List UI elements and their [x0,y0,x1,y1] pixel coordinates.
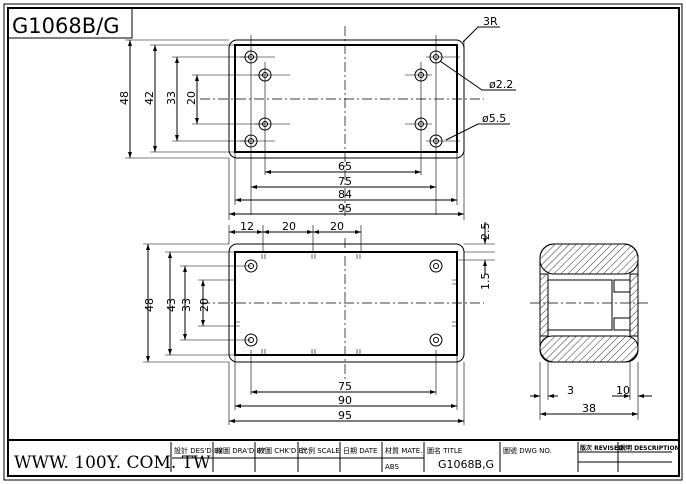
dim-48: 48 [118,91,131,105]
dim-42: 42 [143,91,156,105]
sheet-border [3,3,683,481]
dim-20a: 20 [282,220,296,233]
material-value: ABS [385,463,399,471]
dim-75: 75 [338,175,352,188]
title-label: 圖名 TITLE [427,446,462,455]
checked-by-label: 校圖 CHK'D BY [258,446,308,455]
dim-75-b: 75 [338,380,352,393]
side-view: 3 10 38 [530,243,652,420]
dim-33: 33 [165,91,178,105]
dim-95: 95 [338,202,352,215]
dim-1-5: 1.5 [479,273,492,291]
dim-2-5: 2.5 [479,223,492,241]
dim-84: 84 [338,188,352,201]
dim-20: 20 [185,91,198,105]
date-label: 日期 DATE [343,447,377,455]
website: WWW. 100Y. COM. TW [14,453,211,473]
corner-radius-label: 3R [483,15,498,28]
dim-20-b: 20 [198,298,211,312]
title-box [7,7,133,39]
dim-10: 10 [616,384,630,397]
dim-43: 43 [165,298,178,312]
hole-large-label: ø5.5 [482,112,506,125]
dim-33-b: 33 [180,298,193,312]
dwg-no-label: 圖號 DWG NO. [503,446,552,455]
dim-95-b: 95 [338,409,352,422]
bottom-view: 12 20 20 48 43 33 20 75 90 95 2.5 1.5 [143,220,495,425]
material-label: 材質 MATE. [385,446,422,455]
dim-20b: 20 [330,220,344,233]
drawing-title: G1068B/G [12,14,119,38]
dim-3: 3 [567,384,574,397]
dim-38: 38 [582,402,596,415]
designed-by-label: 設計 DES'D BY [174,446,223,455]
top-view: 48 42 33 20 65 75 84 95 3R ø2.2 ø5.5 [118,15,516,220]
title-block: WWW. 100Y. COM. TW 設計 DES'D BY 繪圖 DRA'D … [7,439,680,477]
drawn-by-label: 繪圖 DRA'D BY [216,446,266,455]
scale-label: 比例 SCALE [301,446,340,455]
dim-65: 65 [338,160,352,173]
dim-12: 12 [240,220,254,233]
dim-90: 90 [338,394,352,407]
dim-48-b: 48 [143,298,156,312]
title-value: G1068B,G [438,458,494,471]
hole-small-label: ø2.2 [489,78,513,91]
description-label: 說明 DESCRIPTION [620,444,680,452]
revised-label: 版次 REVISED [579,444,623,452]
